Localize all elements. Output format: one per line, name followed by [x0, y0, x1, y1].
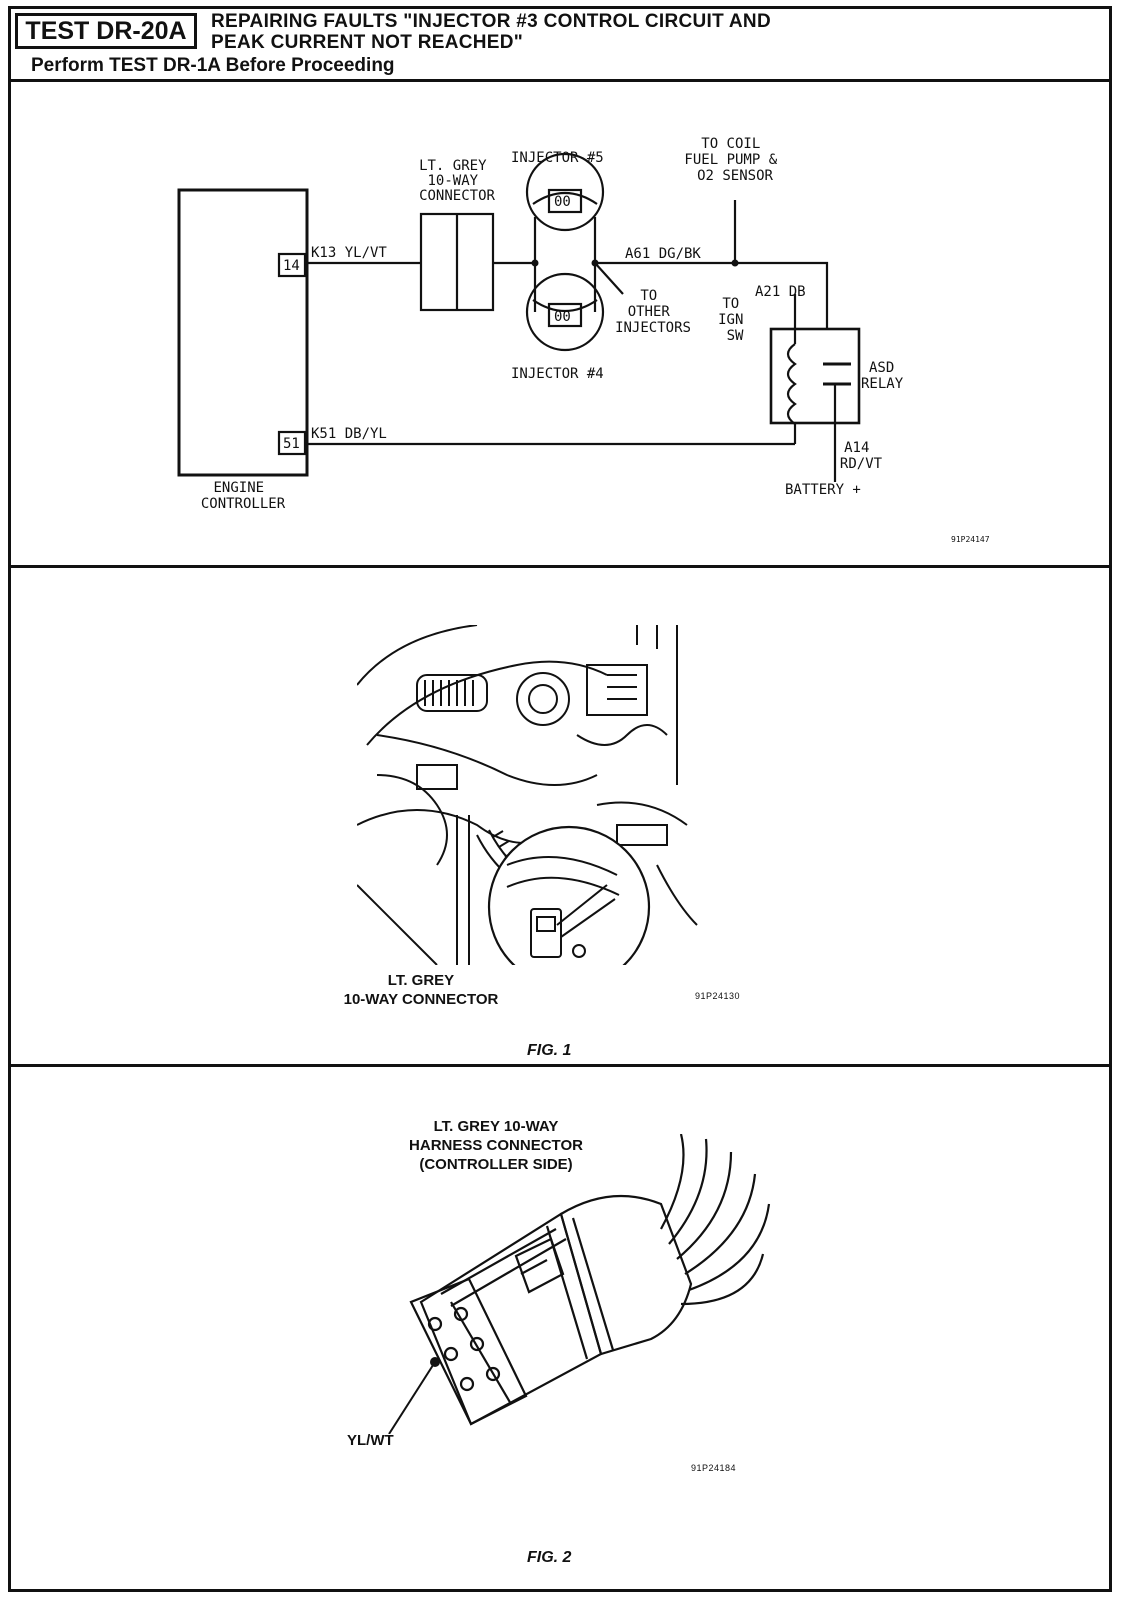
test-subtitle: Perform TEST DR-1A Before Proceeding [31, 55, 395, 76]
service-manual-page: TEST DR-20A REPAIRING FAULTS "INJECTOR #… [8, 6, 1112, 1592]
asd-relay-box [769, 327, 861, 425]
title-line-2: PEAK CURRENT NOT REACHED" [211, 32, 524, 53]
yl-wt-label: YL/WT [347, 1432, 394, 1449]
battery-label: BATTERY + [785, 482, 861, 498]
test-title: REPAIRING FAULTS "INJECTOR #3 CONTROL CI… [211, 11, 1091, 53]
injector-4-label: INJECTOR #4 [511, 366, 604, 382]
wire-a21-label: A21 DB [755, 284, 806, 300]
figure-1-label: FIG. 1 [527, 1042, 572, 1059]
connector-label: LT. GREY 10-WAY CONNECTOR [419, 158, 495, 204]
to-coil-label: TO COIL FUEL PUMP & O2 SENSOR [684, 136, 785, 184]
injector-5-symbol [525, 152, 605, 232]
wiring-schematic: 14 51 K13 YL/VT K51 DB/YL A61 DG/BK A21 … [177, 136, 990, 544]
yl-wt-pointer [388, 1361, 436, 1434]
figure-1-caption: LT. GREY 10-WAY CONNECTOR [331, 971, 511, 1009]
relay-coil [786, 343, 797, 425]
page-header: TEST DR-20A REPAIRING FAULTS "INJECTOR #… [11, 9, 1109, 82]
wire-k51-label: K51 DB/YL [311, 426, 387, 442]
figure-2-caption-line-1: LT. GREY 10-WAY [433, 1118, 559, 1135]
figure-2-ref: 91P24184 [691, 1463, 737, 1473]
injector-4-symbol [525, 272, 605, 352]
wire-a61 [595, 261, 829, 329]
wire-to-other-injectors [594, 262, 624, 295]
figure-2-caption: LT. GREY 10-WAY HARNESS CONNECTOR (CONTR… [391, 1117, 601, 1174]
injector-5-label: INJECTOR #5 [511, 150, 604, 166]
to-other-injectors-label: TO OTHER INJECTORS [615, 288, 691, 336]
figure-2-label: FIG. 2 [527, 1549, 572, 1566]
pin-51-box [277, 430, 307, 456]
wire-k13-label: K13 YL/VT [311, 245, 387, 261]
figure-1-ref: 91P24130 [695, 991, 741, 1001]
test-id-box: TEST DR-20A [15, 13, 197, 49]
wire-a61-label: A61 DG/BK [625, 246, 701, 262]
connector-magnifier [487, 825, 651, 965]
injector-4-code: 00 [554, 309, 571, 325]
pin-51-label: 51 [283, 436, 300, 452]
wire-a14-label: A14 RD/VT [840, 440, 883, 472]
engine-bay-illustration [357, 625, 698, 965]
pin-14-label: 14 [283, 258, 300, 274]
schematic-ref: 91P24147 [951, 535, 990, 544]
figure-2-caption-line-3: (CONTROLLER SIDE) [419, 1156, 573, 1173]
figure-1-caption-line-2: 10-WAY CONNECTOR [343, 991, 499, 1008]
figure-1-caption-line-1: LT. GREY [387, 972, 455, 989]
pin-14-box [277, 252, 307, 278]
injector-5-code: 00 [554, 194, 571, 210]
engine-controller-box [177, 188, 309, 477]
engine-controller-label: ENGINE CONTROLLER [201, 480, 286, 512]
asd-relay-label: ASD RELAY [861, 360, 904, 392]
figure-2-caption-line-2: HARNESS CONNECTOR [409, 1137, 583, 1154]
injector-housing [533, 217, 597, 312]
harness-connector-illustration [388, 1134, 771, 1434]
title-line-1: REPAIRING FAULTS "INJECTOR #3 CONTROL CI… [211, 11, 771, 32]
section-divider-2 [11, 1064, 1109, 1067]
section-divider-1 [11, 565, 1109, 568]
to-ign-sw-label: TO IGN SW [718, 296, 752, 344]
